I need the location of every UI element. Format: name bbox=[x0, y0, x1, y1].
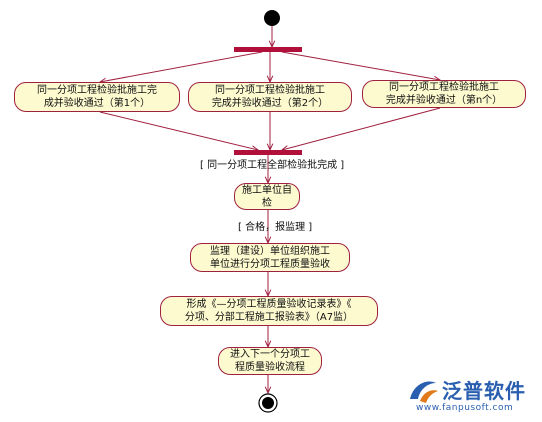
connector-first-join bbox=[99, 111, 258, 150]
activity-first-batch: 同一分项工程检验批施工完 成并验收通过（第1个） bbox=[14, 82, 180, 112]
brand-name: 泛普软件 bbox=[442, 379, 526, 403]
connector-fork-nth bbox=[281, 51, 440, 80]
brand-mark-icon bbox=[410, 381, 438, 403]
activity-self-check: 施工单位自 检 bbox=[234, 183, 300, 210]
activity-next-process: 进入下一个分项工 程质量验收流程 bbox=[218, 347, 322, 375]
final-node-dot bbox=[262, 397, 274, 409]
activity-form-records: 形成《—分项工程质量验收记录表》《 分项、分部工程施工报验表》（A7监） bbox=[160, 296, 378, 326]
brand-logo: 泛普软件 www.fanpusoft.com bbox=[402, 375, 538, 419]
activity-supervision-acceptance: 监理（建设）单位组织施工 单位进行分项工程质量验收 bbox=[190, 243, 350, 272]
guard-all-complete: [ 同一分项工程全部检验批完成 ] bbox=[200, 160, 345, 171]
activity-nth-batch: 同一分项工程检验批施工 完成并验收通过（第n个） bbox=[362, 80, 526, 108]
fork-bar bbox=[234, 47, 302, 52]
connector-nth-join bbox=[282, 107, 441, 150]
join-bar bbox=[234, 150, 302, 155]
guard-qualified: [ 合格，报监理 ] bbox=[238, 222, 313, 233]
initial-node bbox=[264, 10, 280, 26]
activity-second-batch: 同一分项工程检验批施工 完成并验收通过（第2个） bbox=[188, 82, 352, 112]
connector-fork-first bbox=[100, 51, 263, 82]
brand-url: www.fanpusoft.com bbox=[416, 403, 514, 413]
